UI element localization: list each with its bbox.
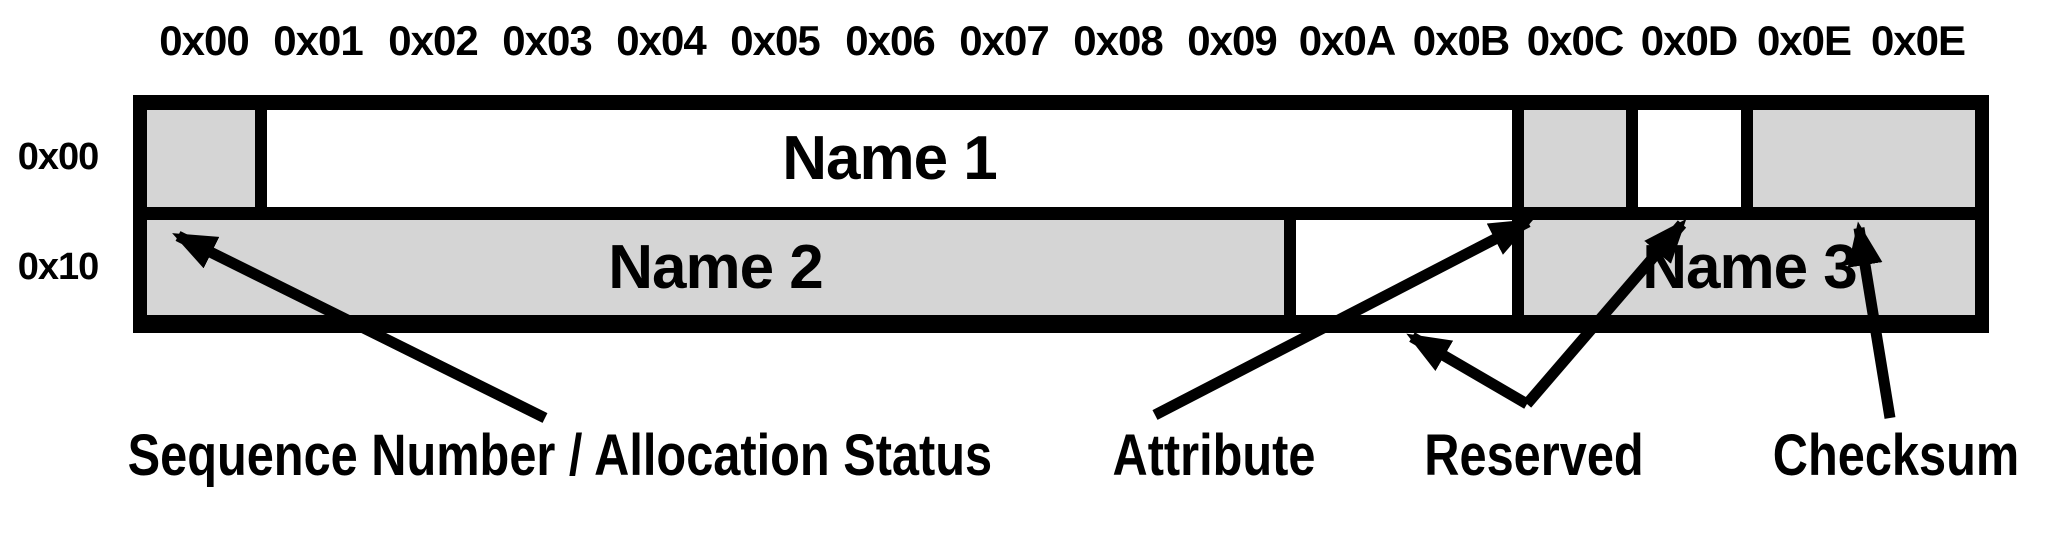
reserved-arrow-left	[1406, 332, 1530, 409]
row-label-0x00: 0x00	[17, 136, 100, 178]
cell-attribute	[1524, 110, 1626, 207]
label-checksum: Checksum	[1772, 423, 2020, 488]
cell-name2: Name 2	[147, 220, 1284, 315]
cell-name3-label: Name 3	[1642, 233, 1858, 302]
col-header-0x0E: 0x0E	[1756, 17, 1852, 64]
label-attribute: Attribute	[1112, 423, 1316, 488]
col-header-0x0A: 0x0A	[1298, 17, 1396, 64]
label-reserved: Reserved	[1424, 423, 1644, 488]
col-header-0x08: 0x08	[1073, 17, 1163, 64]
cell-reserved-row1	[1638, 110, 1741, 207]
col-header-0x05: 0x05	[730, 17, 820, 64]
cell-name3: Name 3	[1524, 220, 1975, 315]
col-header-0x06: 0x06	[845, 17, 935, 64]
col-header-0x04: 0x04	[616, 17, 706, 64]
col-header-0x02: 0x02	[388, 17, 478, 64]
col-header-0x0B: 0x0B	[1412, 17, 1510, 64]
row-label-0x10: 0x10	[17, 246, 100, 288]
cell-checksum	[1753, 110, 1975, 207]
col-header-0x0C: 0x0C	[1526, 17, 1624, 64]
col-header-0x0E-2: 0x0E	[1870, 17, 1966, 64]
byte-table: Name 1 Name 2 Name 3	[133, 95, 1989, 333]
cell-sequence-number	[147, 110, 255, 207]
col-header-0x09: 0x09	[1187, 17, 1277, 64]
col-header-0x0D: 0x0D	[1640, 17, 1738, 64]
cell-reserved-row2	[1296, 220, 1512, 315]
cell-name1-label: Name 1	[782, 124, 998, 193]
col-header-0x01: 0x01	[273, 17, 363, 64]
col-header-0x00: 0x00	[159, 17, 249, 64]
label-sequence-number-allocation-status: Sequence Number / Allocation Status	[127, 423, 993, 488]
col-header-0x07: 0x07	[959, 17, 1049, 64]
cell-name1: Name 1	[267, 110, 1512, 207]
col-header-0x03: 0x03	[502, 17, 592, 64]
cell-name2-label: Name 2	[608, 233, 824, 302]
